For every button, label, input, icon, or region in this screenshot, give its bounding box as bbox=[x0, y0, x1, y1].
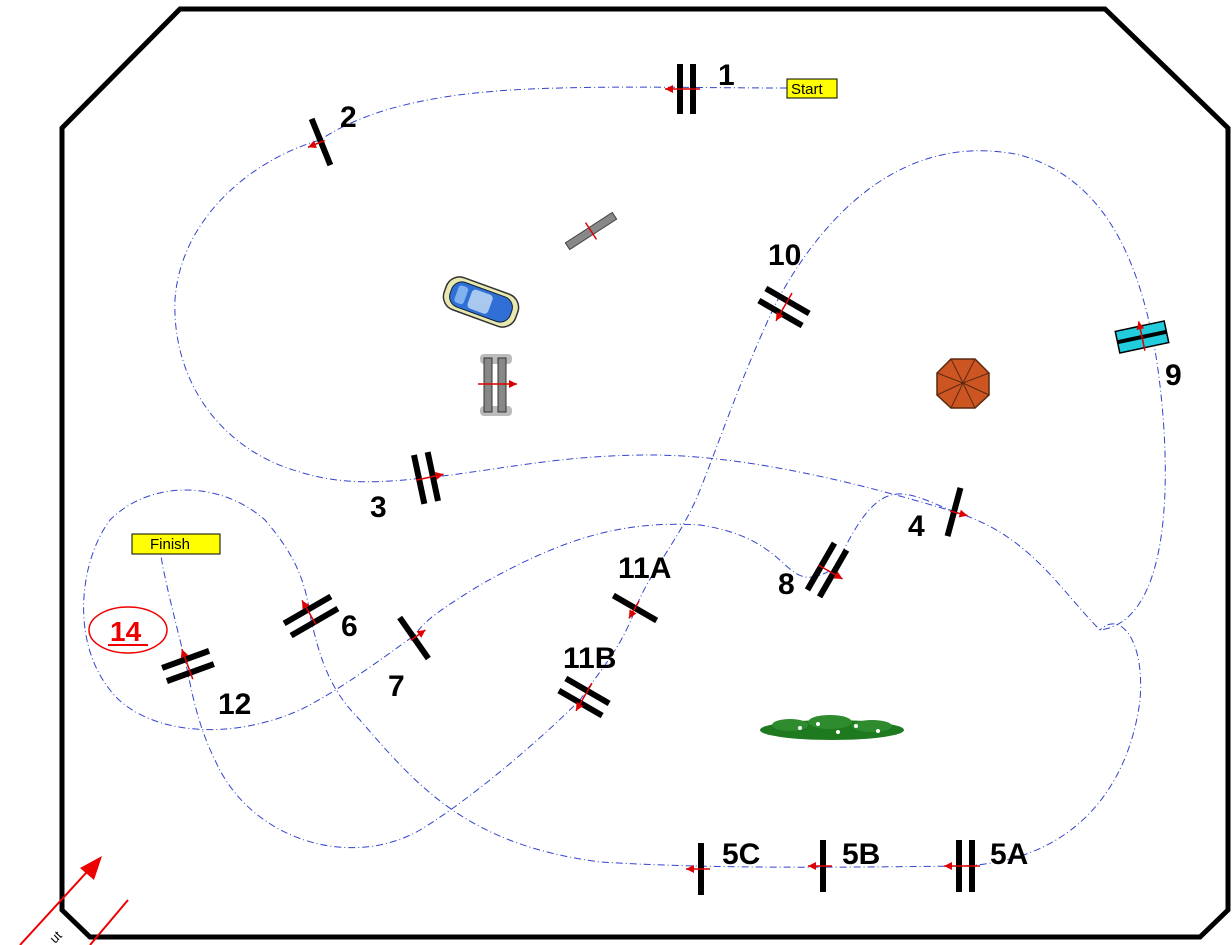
course-boundary bbox=[59, 6, 1231, 940]
bush-icon bbox=[760, 715, 904, 740]
gate-7-label: 7 bbox=[388, 670, 405, 703]
fourteen-label: 14 bbox=[110, 616, 142, 647]
entry-label: ut bbox=[47, 928, 66, 945]
gate-4 bbox=[944, 487, 968, 537]
barrel-obstacle-icon bbox=[478, 354, 517, 416]
gate-11b-label: 11B bbox=[563, 642, 616, 675]
finish-label: Finish bbox=[150, 536, 190, 553]
start-label: Start bbox=[791, 81, 824, 98]
gate-3 bbox=[411, 451, 444, 505]
gate-7 bbox=[397, 615, 431, 661]
gate-6 bbox=[282, 593, 340, 639]
entry-arrow-icon: ut bbox=[19, 856, 129, 945]
gate-8-label: 8 bbox=[778, 568, 795, 601]
gate-2-label: 2 bbox=[340, 101, 357, 134]
cone-icon bbox=[936, 358, 990, 409]
driving-line bbox=[159, 86, 1166, 849]
gate-11a bbox=[611, 592, 659, 624]
gate-12-label: 12 bbox=[218, 688, 251, 721]
car-icon bbox=[442, 276, 520, 328]
gate-9 bbox=[1114, 320, 1170, 354]
gate-5c-label: 5C bbox=[722, 838, 760, 871]
finish-box bbox=[131, 533, 221, 555]
gate-11a-label: 11A bbox=[618, 552, 671, 585]
gate-6-label: 6 bbox=[341, 610, 358, 643]
gate-1 bbox=[665, 64, 700, 114]
fourteen-circle bbox=[88, 606, 168, 654]
gate-2 bbox=[307, 117, 334, 167]
driving-line-2 bbox=[83, 489, 1142, 868]
gate-9-label: 9 bbox=[1165, 359, 1182, 392]
start-box bbox=[786, 78, 838, 99]
gate-5b-label: 5B bbox=[842, 838, 880, 871]
gate-11b bbox=[557, 675, 611, 719]
plank-icon bbox=[564, 211, 618, 251]
gate-1-label: 1 bbox=[718, 59, 735, 92]
gate-12 bbox=[161, 648, 215, 684]
gate-4-label: 4 bbox=[908, 510, 925, 543]
gate-5c bbox=[686, 843, 710, 895]
gate-10-label: 10 bbox=[768, 239, 801, 272]
gate-3-label: 3 bbox=[370, 491, 387, 524]
gate-5b bbox=[808, 840, 832, 892]
gate-5a bbox=[944, 840, 980, 892]
gate-10 bbox=[757, 285, 811, 329]
gate-5a-label: 5A bbox=[990, 838, 1028, 871]
gate-8 bbox=[804, 541, 850, 599]
